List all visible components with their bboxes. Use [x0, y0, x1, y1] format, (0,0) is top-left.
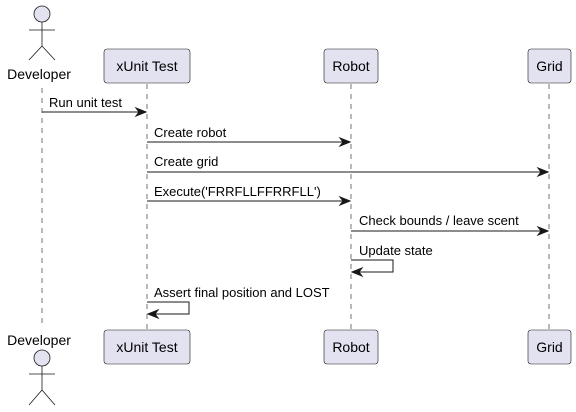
arrowhead-icon	[338, 195, 352, 207]
message-label: Create robot	[154, 125, 227, 140]
message-label: Assert final position and LOST	[154, 285, 330, 300]
actor-head-icon	[33, 5, 51, 23]
participant-robot-bottom: Robot	[323, 329, 379, 365]
message-label: Execute('FRRFLLFFRRFLL')	[154, 184, 321, 199]
participant-label-developer-top: Developer	[7, 66, 71, 82]
arrowhead-icon	[536, 225, 550, 237]
message-check-bounds: Check bounds / leave scent	[351, 213, 550, 237]
message-update-state: Update state	[350, 243, 433, 278]
message-run-unit-test: Run unit test	[42, 95, 148, 118]
participant-xunit-bottom: xUnit Test	[103, 329, 191, 365]
arrowhead-icon	[536, 166, 550, 178]
participant-label-grid-top: Grid	[536, 58, 562, 74]
participant-label-robot-top: Robot	[332, 58, 369, 74]
participant-grid-bottom: Grid	[527, 329, 572, 365]
actor-developer-bottom: Developer	[7, 332, 71, 406]
message-create-robot: Create robot	[147, 125, 352, 148]
participant-label-xunit-top: xUnit Test	[116, 58, 177, 74]
participant-grid-top: Grid	[527, 48, 572, 84]
participant-xunit-top: xUnit Test	[103, 48, 191, 84]
arrowhead-icon	[146, 308, 160, 320]
message-label: Check bounds / leave scent	[359, 213, 519, 228]
message-label: Update state	[359, 243, 433, 258]
arrowhead-icon	[338, 136, 352, 148]
message-execute: Execute('FRRFLLFFRRFLL')	[147, 184, 352, 207]
message-label: Create grid	[154, 154, 218, 169]
participant-label-grid-bottom: Grid	[536, 339, 562, 355]
arrowhead-icon	[134, 106, 148, 118]
message-assert-final: Assert final position and LOST	[146, 285, 330, 320]
participant-label-xunit-bottom: xUnit Test	[116, 339, 177, 355]
message-create-grid: Create grid	[147, 154, 550, 178]
actor-head-icon	[33, 349, 51, 367]
message-label: Run unit test	[49, 95, 122, 110]
actor-developer-top: Developer	[7, 5, 71, 82]
participant-label-robot-bottom: Robot	[332, 339, 369, 355]
participant-label-developer-bottom: Developer	[7, 332, 71, 348]
participant-robot-top: Robot	[323, 48, 379, 84]
arrowhead-icon	[350, 266, 364, 278]
